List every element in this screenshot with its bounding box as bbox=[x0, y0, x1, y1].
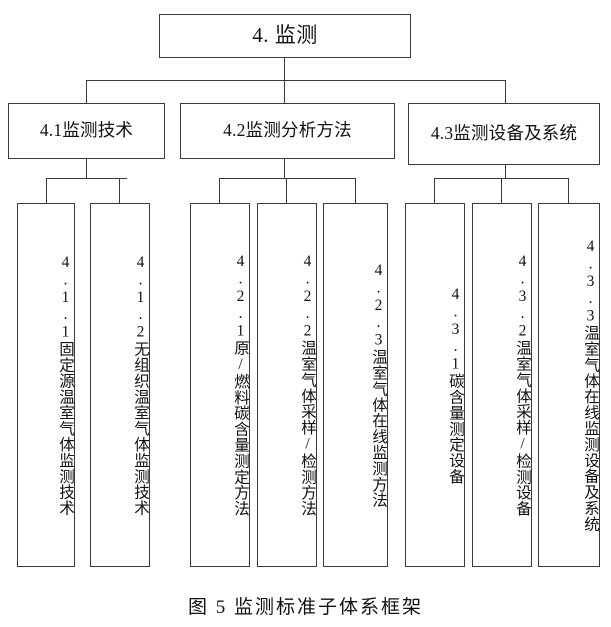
connector-drop-leaf-2-1 bbox=[219, 178, 221, 203]
connector-drop-branch-1 bbox=[86, 80, 88, 103]
node-leaf-fuel-carbon-content-determination-method[interactable]: 4.2.1原/燃料碳含量测定方法 bbox=[190, 203, 250, 567]
connector-root-stem bbox=[284, 58, 286, 80]
connector-branch-2-stem bbox=[284, 159, 286, 178]
connector-drop-branch-2 bbox=[284, 80, 286, 103]
node-branch-3-label: 4.3监测设备及系统 bbox=[430, 123, 578, 144]
node-leaf-2-1-label: 4.2.1原/燃料碳含量测定方法 bbox=[232, 253, 249, 517]
node-branch-equipment-systems[interactable]: 4.3监测设备及系统 bbox=[408, 103, 600, 165]
node-root-label: 4. 监测 bbox=[252, 23, 318, 48]
connector-drop-leaf-1-1 bbox=[46, 178, 48, 203]
node-leaf-ghg-online-monitoring-equipment-systems[interactable]: 4.3.3温室气体在线监测设备及系统 bbox=[538, 203, 600, 567]
connector-branch-2-bus bbox=[219, 178, 356, 180]
node-leaf-2-2-label: 4.2.2温室气体采样/检测方法 bbox=[299, 253, 316, 517]
connector-drop-leaf-3-3 bbox=[568, 178, 570, 203]
connector-branch-1-stem bbox=[86, 159, 88, 178]
node-branch-analysis-methods[interactable]: 4.2监测分析方法 bbox=[180, 103, 395, 159]
node-leaf-3-2-label: 4.3.2温室气体采样/检测设备 bbox=[514, 253, 531, 517]
node-root-monitoring[interactable]: 4. 监测 bbox=[159, 14, 411, 58]
figure-caption: 图 5 监测标准子体系框架 bbox=[187, 597, 423, 618]
connector-drop-leaf-1-2 bbox=[119, 178, 121, 203]
connector-drop-leaf-2-2 bbox=[286, 178, 288, 203]
connector-level1-bus bbox=[86, 80, 506, 82]
node-leaf-ghg-sampling-detection-method[interactable]: 4.2.2温室气体采样/检测方法 bbox=[257, 203, 317, 567]
node-leaf-ghg-sampling-detection-equipment[interactable]: 4.3.2温室气体采样/检测设备 bbox=[472, 203, 532, 567]
node-branch-1-label: 4.1监测技术 bbox=[39, 120, 134, 141]
node-leaf-1-1-label: 4.1.1固定源温室气体监测技术 bbox=[57, 254, 74, 516]
node-branch-monitoring-technology[interactable]: 4.1监测技术 bbox=[8, 103, 165, 159]
node-leaf-1-2-label: 4.1.2无组织温室气体监测技术 bbox=[132, 254, 149, 516]
node-leaf-fixed-source-ghg-monitoring-tech[interactable]: 4.1.1固定源温室气体监测技术 bbox=[17, 203, 75, 567]
connector-branch-1-bus bbox=[46, 178, 127, 180]
node-branch-2-label: 4.2监测分析方法 bbox=[223, 120, 352, 141]
node-leaf-fugitive-ghg-monitoring-tech[interactable]: 4.1.2无组织温室气体监测技术 bbox=[90, 203, 150, 567]
connector-branch-3-stem bbox=[505, 165, 507, 178]
connector-drop-leaf-3-1 bbox=[434, 178, 436, 203]
connector-drop-leaf-2-3 bbox=[355, 178, 357, 203]
connector-drop-branch-3 bbox=[505, 80, 507, 103]
node-leaf-2-3-label: 4.2.3温室气体在线监测方法 bbox=[370, 262, 387, 508]
node-leaf-carbon-content-determination-equipment[interactable]: 4.3.1碳含量测定设备 bbox=[405, 203, 465, 567]
node-leaf-3-1-label: 4.3.1碳含量测定设备 bbox=[447, 285, 464, 485]
connector-drop-leaf-3-2 bbox=[501, 178, 503, 203]
node-leaf-ghg-online-monitoring-method[interactable]: 4.2.3温室气体在线监测方法 bbox=[323, 203, 388, 567]
node-leaf-3-3-label: 4.3.3温室气体在线监测设备及系统 bbox=[582, 238, 599, 532]
